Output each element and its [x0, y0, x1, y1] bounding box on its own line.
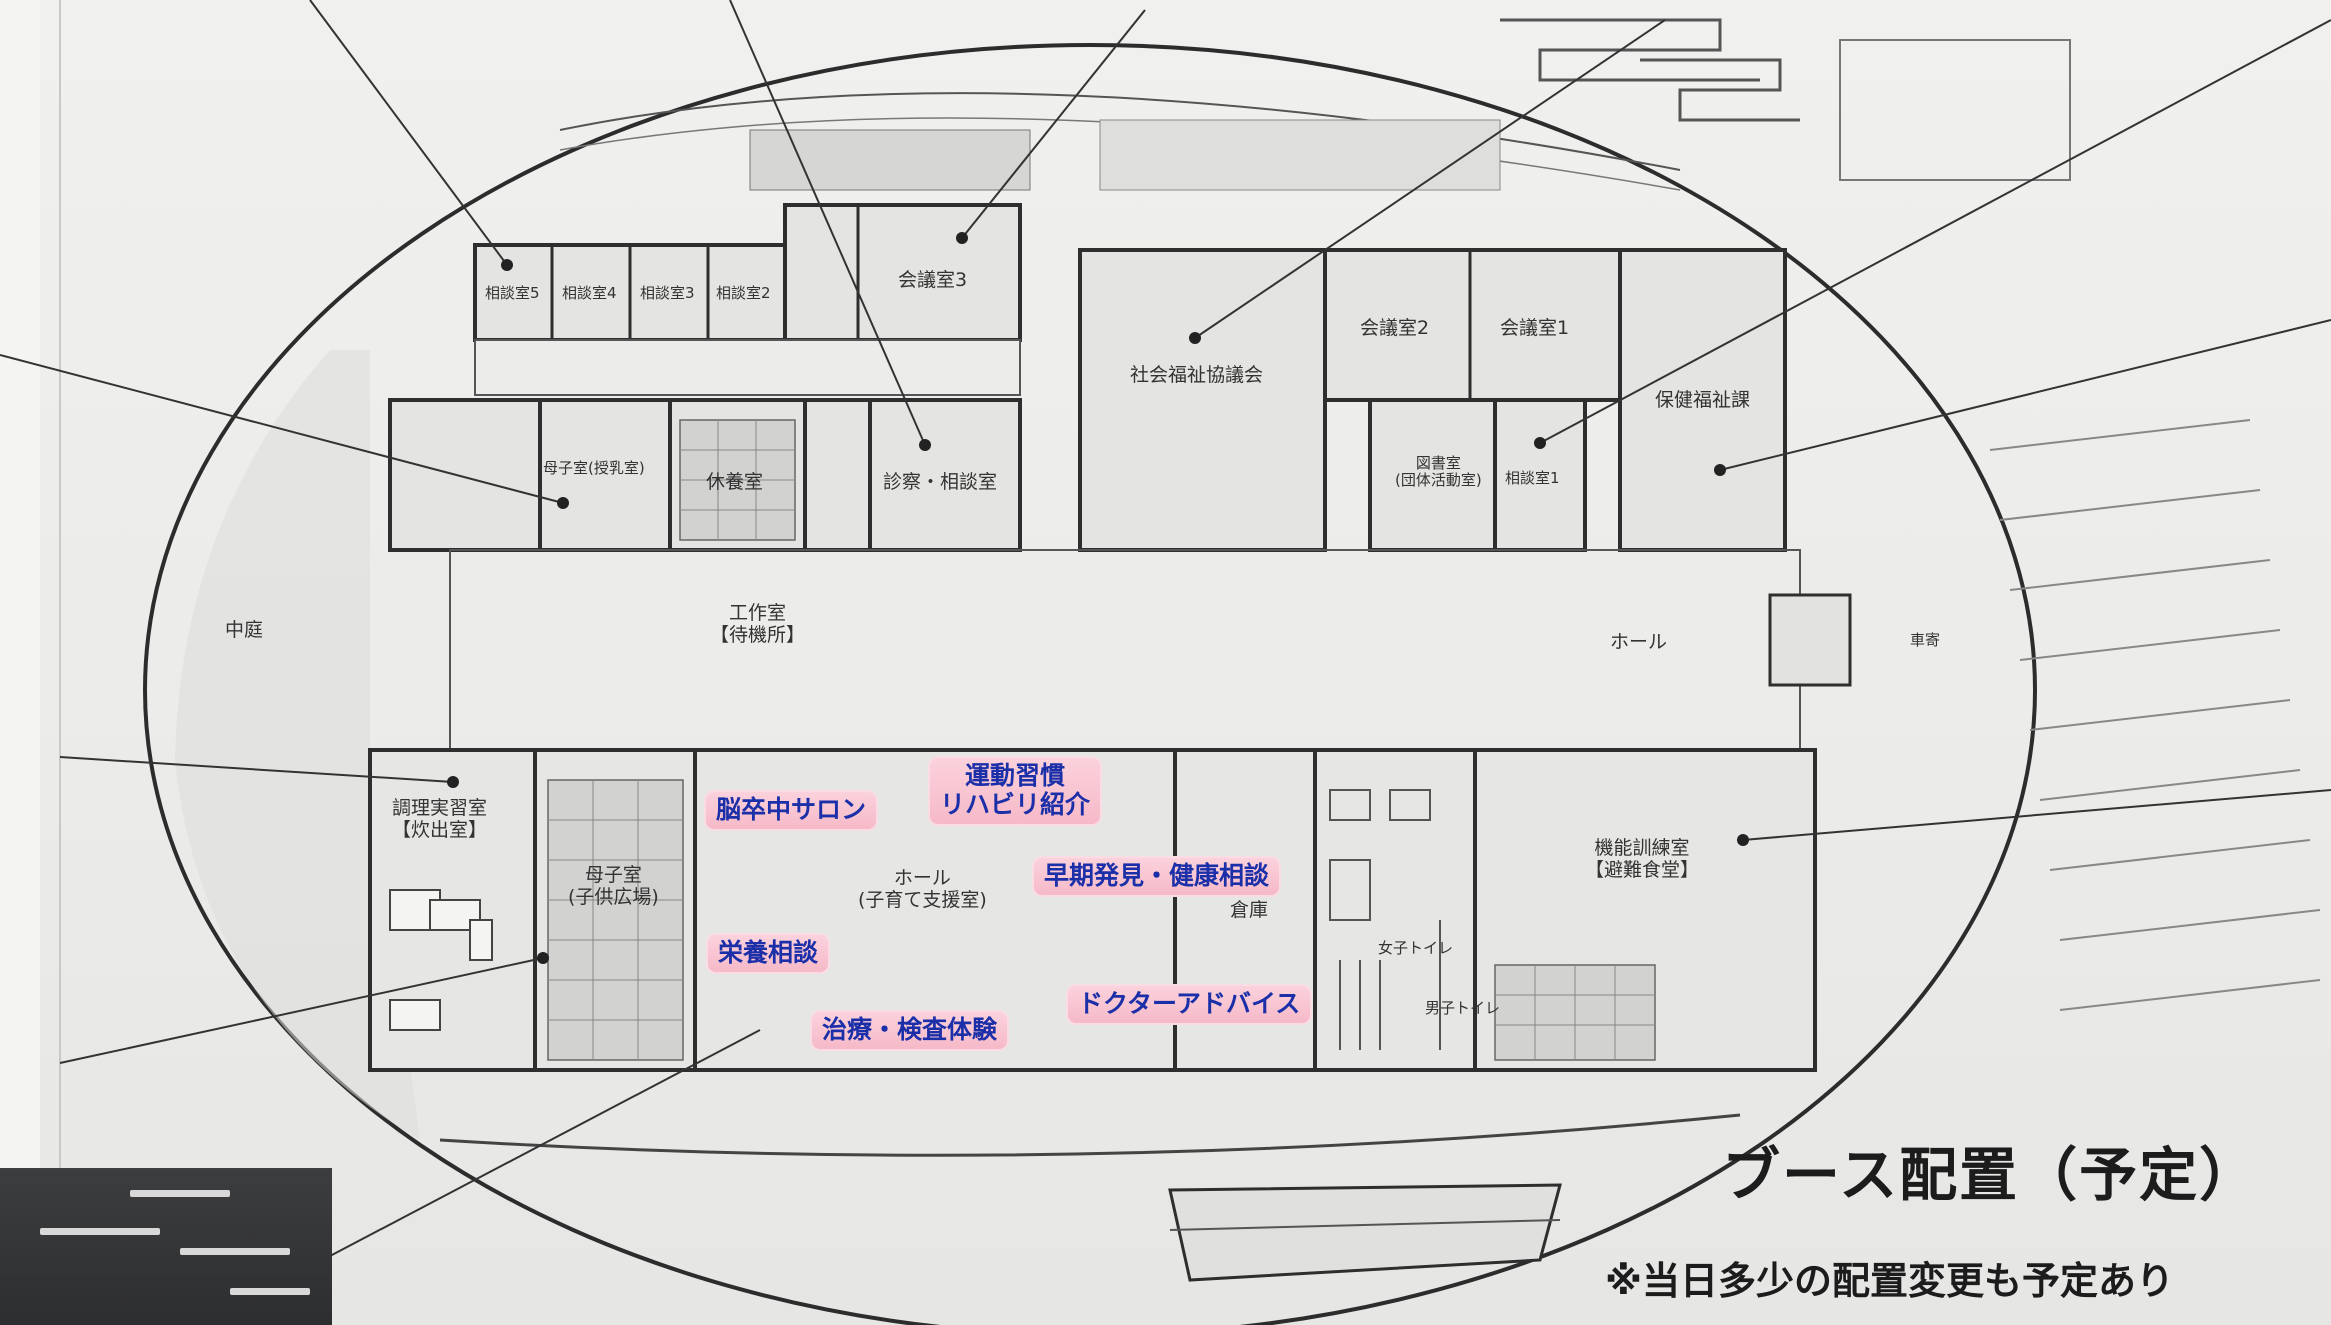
room-cooking-name: 調理実習室: [392, 797, 488, 819]
cooking-counters: [389, 889, 493, 1031]
room-cooking: 調理実習室【炊出室】: [392, 797, 488, 842]
photo-dash: [230, 1288, 310, 1295]
room-hall-center: ホール(子育て支援室): [858, 867, 987, 912]
south-building-line: [1169, 1219, 1561, 1231]
room-men-wc: 男子トイレ: [1425, 999, 1501, 1017]
room-consult5: 相談室5: [485, 284, 540, 302]
left-page-edge: [0, 0, 40, 1168]
booth-exercise-rehab: 運動習慣リハビリ紹介: [930, 758, 1101, 824]
photo-corner: [0, 1168, 332, 1325]
room-library: 図書室(団体活動室): [1395, 454, 1482, 490]
room-nursery-name: 母子室: [584, 864, 642, 886]
photo-dash: [40, 1228, 160, 1235]
room-library-sub: (団体活動室): [1395, 471, 1482, 490]
room-workshop-sub: 【待機所】: [710, 623, 806, 646]
room-nursery-sub: (子供広場): [568, 885, 659, 908]
nursery-grid: [548, 780, 683, 1060]
room-storage: 倉庫: [1230, 899, 1269, 921]
booth-early-detection: 早期発見・健康相談: [1034, 858, 1280, 895]
room-hall-center-name: ホール: [893, 867, 951, 889]
top-garden-2: [1099, 119, 1501, 191]
photo-dash: [180, 1248, 290, 1255]
workshop-area: [449, 549, 1801, 751]
elevator-box: [1768, 593, 1852, 687]
photo-dash: [130, 1190, 230, 1197]
corridor-north: [474, 339, 1021, 396]
courtyard-area: [175, 350, 420, 1140]
ramp-2: [1640, 58, 1800, 122]
north-wing-dividers: [550, 205, 1472, 400]
room-functional-training: 機能訓練室【避難食堂】: [1585, 837, 1700, 882]
training-grid: [1495, 965, 1655, 1060]
room-cooking-sub: 【炊出室】: [392, 818, 488, 841]
leader-lines: [0, 0, 2331, 1257]
page-title: ブース配置（予定）: [1722, 1141, 2260, 1209]
room-health-welfare: 保健福祉課: [1655, 389, 1751, 411]
booth-treatment-experience: 治療・検査体験: [812, 1012, 1008, 1049]
north-wing: [473, 203, 1787, 552]
room-social-welfare: 社会福祉協議会: [1130, 364, 1264, 386]
room-courtyard: 中庭: [225, 619, 264, 641]
rest-room-grid: [680, 420, 795, 540]
booth-nutrition: 栄養相談: [708, 935, 829, 972]
room-library-name: 図書室: [1415, 454, 1461, 472]
room-exam-consult: 診察・相談室: [883, 471, 998, 493]
parking-top: [1839, 39, 2071, 181]
room-workshop-name: 工作室: [729, 602, 787, 624]
room-workshop: 工作室【待機所】: [710, 602, 806, 647]
booth-doctor-advice: ドクターアドバイス: [1068, 986, 1311, 1023]
room-consult4: 相談室4: [562, 284, 617, 302]
room-meeting2: 会議室2: [1360, 317, 1430, 339]
nursery-floor: [547, 779, 684, 1061]
booth-stroke-salon: 脳卒中サロン: [706, 792, 877, 829]
leader-dots: [447, 232, 1749, 964]
ramp-1: [1500, 18, 1760, 82]
toilet-fixtures: [1329, 789, 1441, 1050]
room-entrance: 車寄: [1910, 631, 1941, 649]
room-consult3: 相談室3: [640, 284, 695, 302]
room-mother-child: 母子室(授乳室): [543, 459, 645, 477]
booth-exercise-habit: 運動習慣: [965, 761, 1066, 790]
south-path: [439, 1113, 1741, 1157]
room-training-name: 機能訓練室: [1594, 837, 1690, 859]
room-hall-main: ホール: [1610, 631, 1668, 653]
room-women-wc: 女子トイレ: [1378, 939, 1454, 957]
room-training-sub: 【避難食堂】: [1585, 858, 1700, 881]
parking-right: [1989, 419, 2321, 1011]
room-meeting1: 会議室1: [1500, 317, 1570, 339]
booth-rehab-intro: リハビリ紹介: [940, 789, 1091, 819]
south-building: [1168, 1183, 1562, 1282]
top-garden-1: [749, 129, 1031, 191]
room-consult2: 相談室2: [716, 284, 771, 302]
room-meeting3: 会議室3: [898, 269, 968, 291]
room-hall-center-sub: (子育て支援室): [858, 888, 987, 911]
site-ellipse: [143, 43, 2037, 1325]
room-consult1: 相談室1: [1505, 469, 1560, 487]
page-note: ※当日多少の配置変更も予定あり: [1605, 1259, 2174, 1303]
room-nursery: 母子室(子供広場): [568, 864, 659, 909]
room-rest: 休養室: [706, 471, 764, 493]
